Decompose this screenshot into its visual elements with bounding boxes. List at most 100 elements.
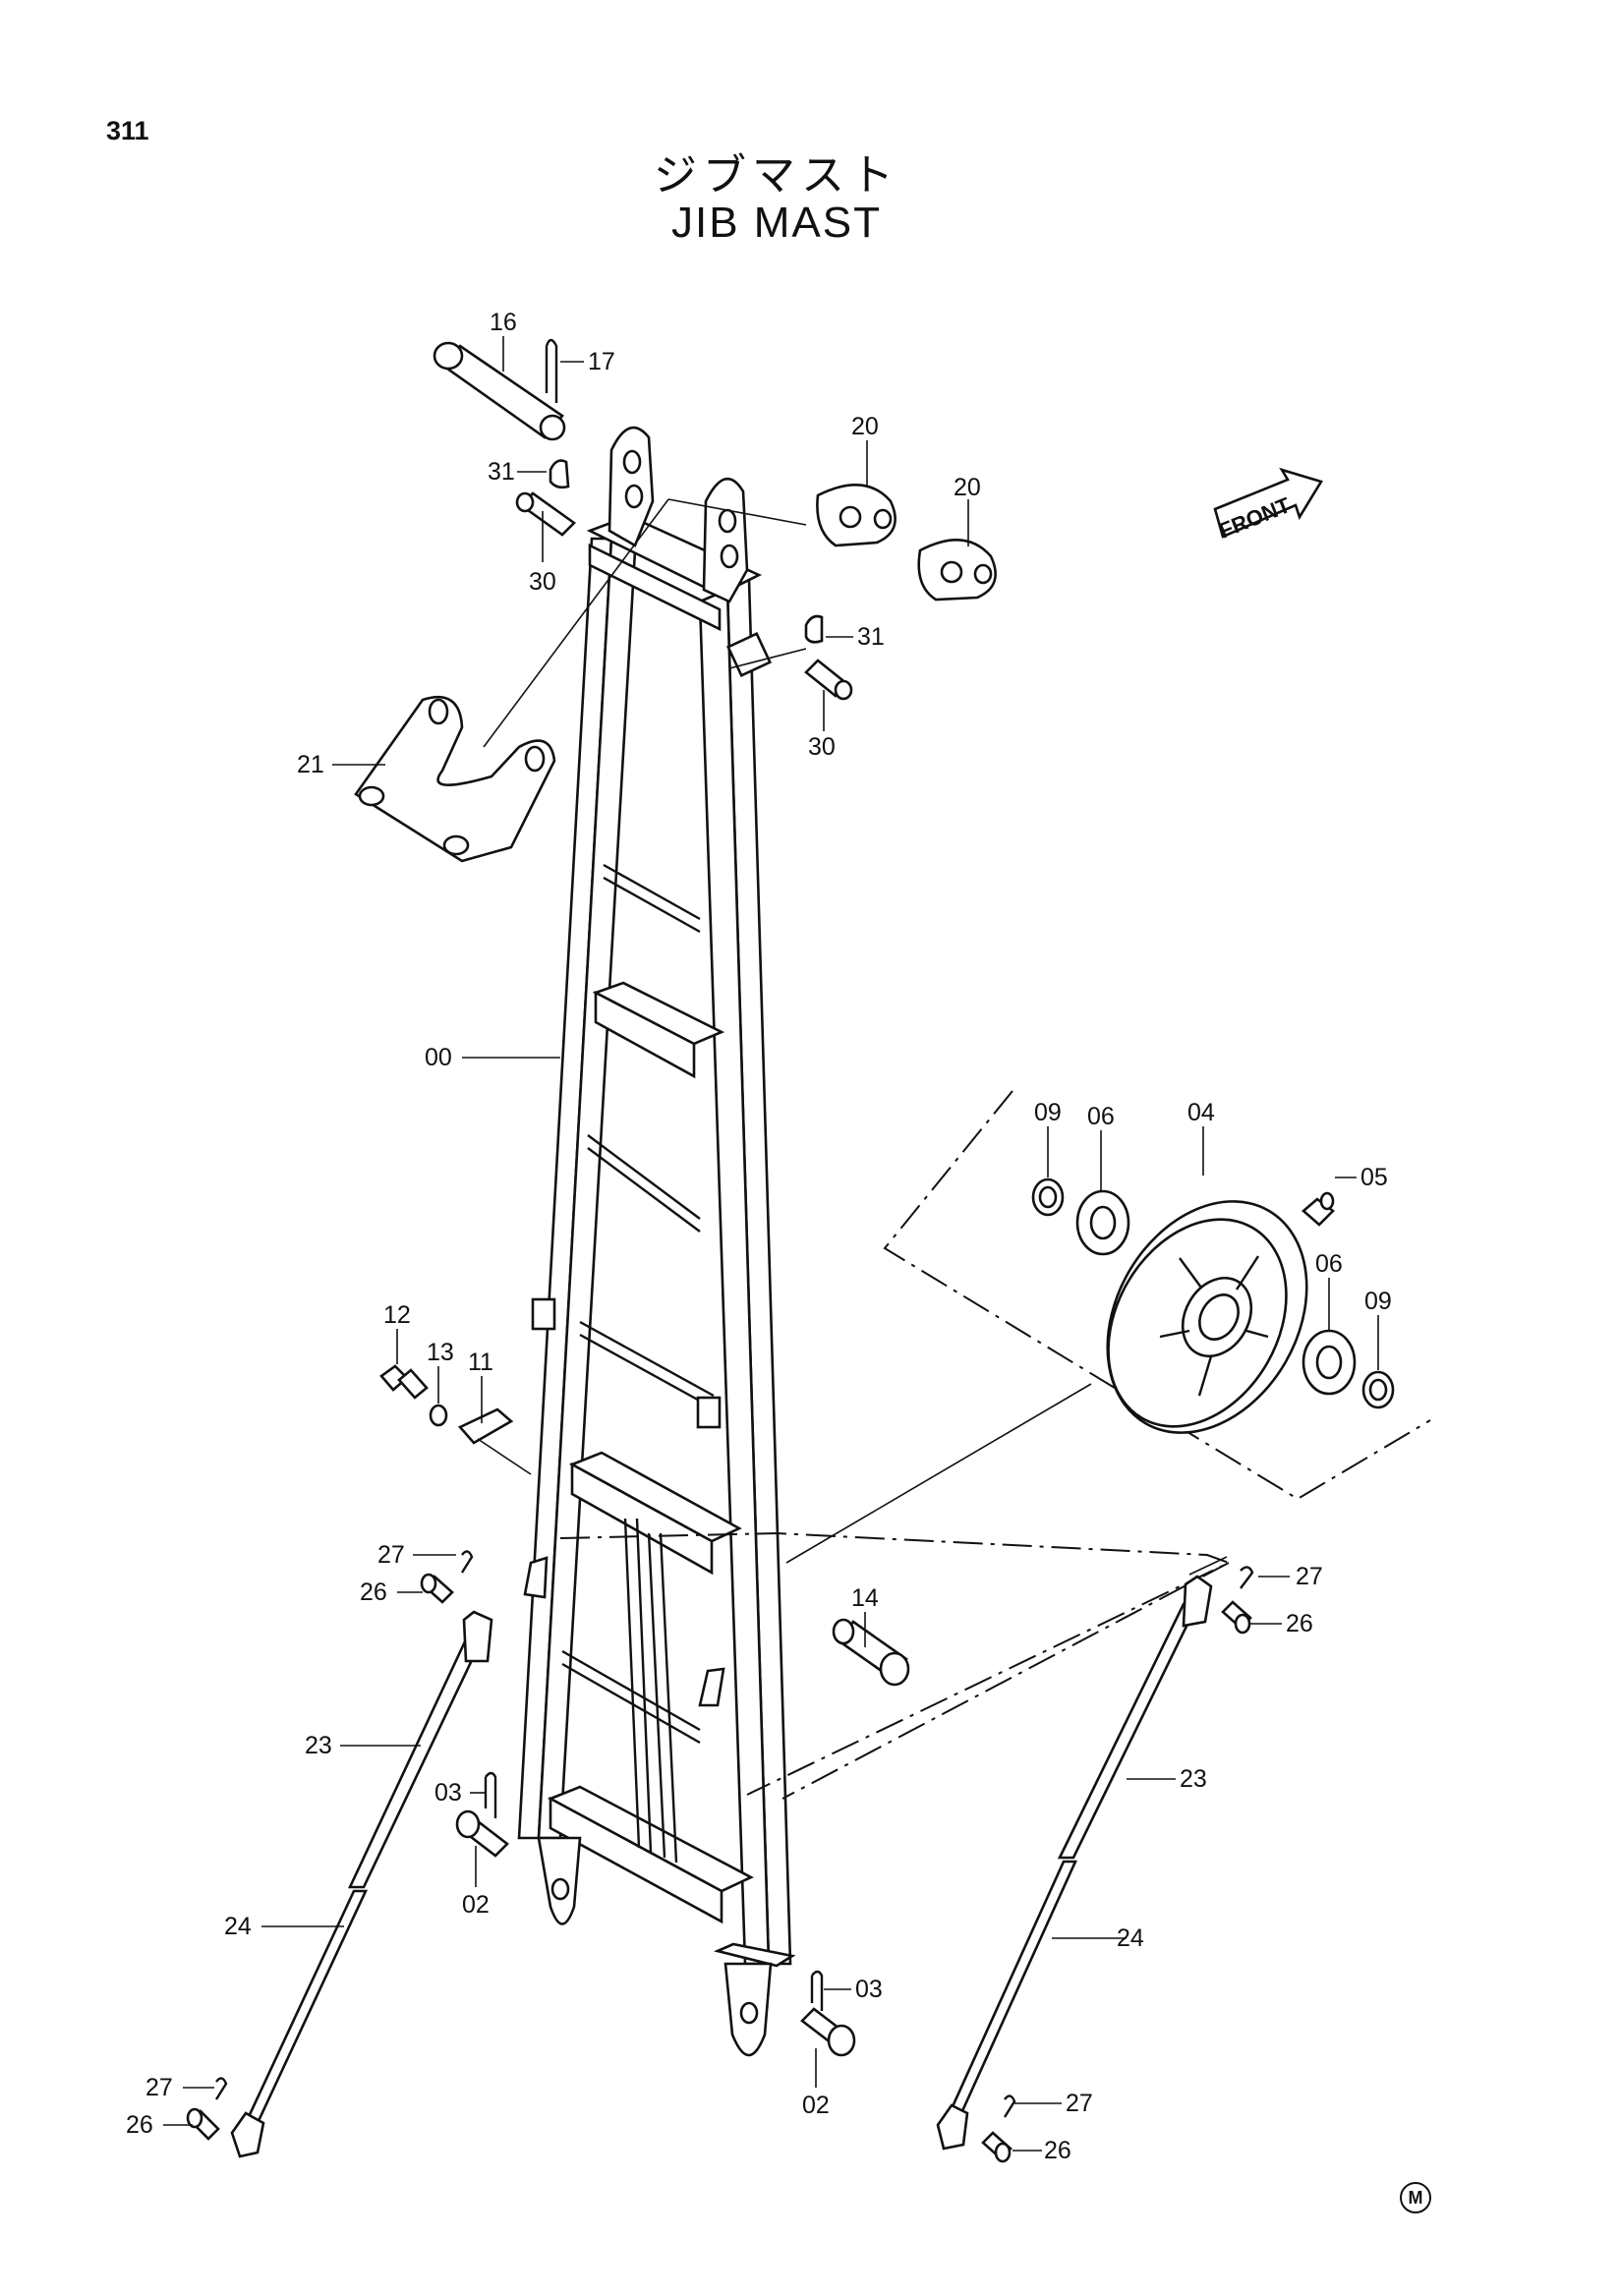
callout-26: 26 <box>126 2111 153 2139</box>
clip-17 <box>545 338 558 403</box>
callout-27: 27 <box>145 2074 173 2101</box>
side-lug <box>698 1667 725 1707</box>
foot-hole <box>739 2001 759 2025</box>
side-bracket-upper <box>726 632 772 677</box>
front-arrow-icon: FRONT <box>1213 467 1323 544</box>
callout-23: 23 <box>1180 1765 1207 1793</box>
inner-strut <box>647 1532 666 1859</box>
callout-13: 13 <box>427 1339 454 1366</box>
ladder-rung <box>587 1134 701 1220</box>
foot-hole <box>550 1877 570 1901</box>
callout-27: 27 <box>1296 1563 1323 1590</box>
callout-12: 12 <box>383 1301 411 1329</box>
side-lug <box>523 1556 549 1599</box>
ladder-rung <box>603 863 701 921</box>
lug-hole <box>720 544 739 569</box>
lug-hole <box>622 449 642 475</box>
clip-03-right <box>810 1970 824 2011</box>
bearing-09-right <box>1361 1370 1395 1409</box>
callout-09: 09 <box>1364 1288 1392 1315</box>
ladder-rung <box>579 1333 715 1410</box>
callout-11: 11 <box>468 1349 493 1376</box>
pin-02-right <box>800 2007 856 2057</box>
sheave-center-line <box>785 1383 1092 1564</box>
stay-rod-23-left <box>347 1637 485 1889</box>
rod-end-bottom <box>230 2111 265 2158</box>
spacer-20-b <box>917 539 997 602</box>
pin-30-right <box>804 659 853 701</box>
plate-11 <box>457 1407 532 1475</box>
side-bracket <box>696 1396 722 1429</box>
stay-rod-right <box>936 1575 1213 2151</box>
stay-rod-24-right <box>947 1860 1078 2115</box>
title-japanese: ジブマスト <box>654 150 899 201</box>
side-bracket <box>531 1297 556 1331</box>
callout-03: 03 <box>855 1976 883 2003</box>
callout-labels: 16 17 31 30 20 20 31 30 21 00 09 06 04 0… <box>126 309 1392 2164</box>
title-english: JIB MAST <box>670 199 883 247</box>
ladder-rung <box>561 1649 701 1732</box>
callout-27: 27 <box>1066 2090 1093 2117</box>
cross-beam-face <box>594 990 696 1079</box>
leader-guide <box>477 1438 532 1475</box>
pin-14-guide <box>559 1531 1232 1796</box>
callout-26: 26 <box>360 1578 387 1606</box>
callout-14: 14 <box>851 1584 879 1612</box>
cross-beam-lower-face <box>570 1462 714 1576</box>
callout-24: 24 <box>224 1913 252 1940</box>
rod-end-top <box>1182 1575 1213 1628</box>
callout-06: 06 <box>1087 1103 1115 1130</box>
callout-05: 05 <box>1360 1164 1388 1191</box>
cotter-31-upper <box>549 459 570 489</box>
pin-26-right-top <box>1221 1600 1252 1635</box>
clip-27-left-top <box>460 1550 474 1574</box>
bracket-21 <box>354 695 556 863</box>
lug-hole <box>718 508 737 534</box>
jib-mast-frame <box>517 426 796 2057</box>
clip-27-left-bottom <box>214 2077 228 2100</box>
callout-30: 30 <box>529 568 556 596</box>
callout-27: 27 <box>377 1541 405 1569</box>
callout-leaders <box>163 336 1379 2152</box>
callout-31: 31 <box>488 458 515 486</box>
callout-03: 03 <box>434 1779 462 1807</box>
pin-30-upper <box>515 491 577 537</box>
spacer-20-a <box>816 484 897 547</box>
pin-16 <box>433 341 566 441</box>
cotter-31-right <box>804 614 824 644</box>
ladder-rung <box>603 876 701 934</box>
sheave-assembly <box>785 1090 1431 1564</box>
bearing-06-right <box>1302 1329 1357 1396</box>
callout-20: 20 <box>954 474 981 501</box>
callout-26: 26 <box>1286 1610 1313 1637</box>
bearing-06-left <box>1075 1189 1130 1256</box>
leader-guide <box>1188 1556 1228 1576</box>
inner-strut <box>659 1532 678 1864</box>
grease-fitting-05 <box>1302 1191 1335 1227</box>
pin-26-left-top <box>420 1573 454 1604</box>
callout-06: 06 <box>1315 1250 1343 1278</box>
pin-14-guide-2 <box>781 1562 1230 1800</box>
callout-16: 16 <box>490 309 517 336</box>
cross-beam-bottom-face <box>549 1796 723 1924</box>
clip-27-right-top <box>1240 1566 1254 1589</box>
clip-27-right-bottom <box>1003 2095 1016 2118</box>
pin-26-left-bottom <box>186 2107 220 2141</box>
callout-20: 20 <box>851 413 879 440</box>
pin-02-left <box>455 1809 509 1858</box>
callout-04: 04 <box>1187 1099 1215 1126</box>
page-number: 311 <box>106 116 149 145</box>
sheave-axis-outline <box>883 1090 1431 1501</box>
bearing-09-left <box>1031 1177 1065 1217</box>
stay-rod-left <box>230 1610 493 2158</box>
rod-end-top <box>462 1610 493 1663</box>
pin-14 <box>832 1618 910 1687</box>
foot-cap <box>713 1942 796 1968</box>
callout-02: 02 <box>462 1891 490 1919</box>
clip-03-left <box>484 1771 497 1818</box>
sheave-04 <box>1106 1200 1308 1434</box>
leader-guide <box>483 498 669 748</box>
callout-31: 31 <box>857 623 885 651</box>
callout-23: 23 <box>305 1732 332 1759</box>
